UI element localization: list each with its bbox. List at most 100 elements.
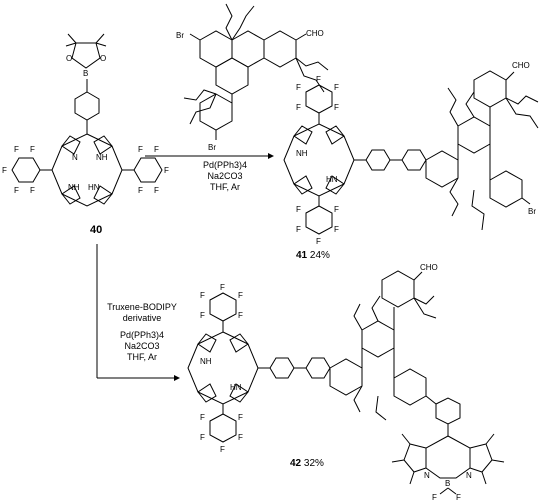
reaction-2-conditions: Truxene-BODIPY derivative Pd(PPh3)4 Na2C… bbox=[103, 302, 181, 363]
svg-text:F: F bbox=[334, 83, 339, 92]
truxene-ring-42d bbox=[393, 368, 427, 406]
arrowhead-2 bbox=[174, 375, 180, 381]
reaction-1-conditions: Pd(PPh3)4 Na2CO3 THF, Ar bbox=[190, 160, 260, 193]
condition-solvent-1: THF, Ar bbox=[209, 182, 240, 192]
compound-42-label: 42 bbox=[290, 458, 302, 469]
svg-text:F: F bbox=[200, 413, 205, 422]
truxene-ring-42a bbox=[329, 358, 363, 396]
svg-text:F: F bbox=[238, 311, 243, 320]
truxene-ring-42b bbox=[361, 320, 395, 358]
svg-text:F: F bbox=[296, 205, 301, 214]
porphyrin-core-41: NH HN bbox=[283, 123, 355, 197]
porphyrin-core-42: NH HN bbox=[187, 331, 259, 405]
svg-text:Br: Br bbox=[528, 207, 536, 216]
svg-text:F: F bbox=[200, 291, 205, 300]
svg-text:F: F bbox=[334, 103, 339, 112]
nh-atom: NH bbox=[96, 153, 108, 162]
condition-catalyst-2: Pd(PPh3)4 bbox=[119, 330, 165, 340]
svg-text:F: F bbox=[334, 225, 339, 234]
reagent-line-1: Truxene-BODIPY bbox=[107, 302, 177, 312]
arrowhead-1 bbox=[268, 153, 274, 159]
truxene-ring-42c bbox=[381, 270, 415, 308]
svg-text:NH: NH bbox=[200, 357, 212, 366]
bromine-top-atom: Br bbox=[176, 31, 184, 40]
bromine-bottom-atom: Br bbox=[208, 143, 216, 152]
svg-text:F: F bbox=[200, 433, 205, 442]
pentafluorophenyl-right-40: F F F F F bbox=[122, 145, 169, 195]
condition-base-2: Na2CO3 bbox=[124, 341, 160, 351]
svg-text:N: N bbox=[466, 471, 472, 480]
truxene-ring-41b bbox=[457, 116, 491, 154]
truxene-left-ring bbox=[199, 30, 233, 68]
product-42-yield: 42 32% bbox=[290, 458, 324, 469]
svg-text:CHO: CHO bbox=[512, 61, 530, 70]
truxene-ring-41c bbox=[473, 70, 507, 108]
pentafluorophenyl-left-40: F F F F F bbox=[2, 145, 52, 195]
svg-text:F: F bbox=[238, 413, 243, 422]
condition-solvent-2: THF, Ar bbox=[126, 352, 157, 362]
compound-40-structure: O O B N NH NH HN F F F F F bbox=[2, 33, 169, 207]
pentafluorophenyl-bottom-41: F F F F F bbox=[296, 196, 339, 246]
svg-text:F: F bbox=[164, 166, 169, 175]
hn-atom: HN bbox=[88, 183, 100, 192]
pentafluorophenyl-top-42: F F F F F bbox=[200, 283, 243, 332]
pentafluorophenyl-bottom-42: F F F F F bbox=[200, 404, 243, 454]
svg-text:F: F bbox=[14, 145, 19, 154]
truxene-center-ring bbox=[231, 30, 265, 68]
compound-41-structure: F F F F F NH HN F F F F F bbox=[283, 61, 539, 246]
svg-text:F: F bbox=[432, 493, 437, 501]
svg-text:F: F bbox=[30, 186, 35, 195]
svg-text:F: F bbox=[316, 75, 321, 84]
svg-text:F: F bbox=[154, 186, 159, 195]
svg-text:F: F bbox=[30, 145, 35, 154]
nh-atom-lower: NH bbox=[68, 183, 80, 192]
condition-base-1: Na2CO3 bbox=[207, 171, 243, 181]
svg-text:F: F bbox=[200, 311, 205, 320]
truxene-lower-ring bbox=[215, 57, 249, 95]
truxene-ring-41d bbox=[489, 170, 523, 208]
svg-text:F: F bbox=[154, 145, 159, 154]
svg-text:F: F bbox=[456, 493, 461, 501]
svg-text:F: F bbox=[2, 166, 7, 175]
truxene-right-ring bbox=[263, 30, 297, 68]
product-41-yield: 41 24% bbox=[296, 250, 330, 261]
svg-text:B: B bbox=[445, 479, 450, 488]
svg-text:F: F bbox=[220, 283, 225, 292]
svg-text:F: F bbox=[138, 186, 143, 195]
oxygen-right-atom: O bbox=[100, 54, 106, 63]
svg-text:F: F bbox=[138, 145, 143, 154]
bodipy-core: N N B F F bbox=[391, 433, 505, 501]
truxene-bottom-ring bbox=[199, 93, 233, 131]
compound-41-label: 41 bbox=[296, 250, 308, 261]
yield-41: 24% bbox=[309, 250, 330, 261]
svg-text:F: F bbox=[238, 291, 243, 300]
oxygen-left-atom: O bbox=[66, 54, 72, 63]
compound-40-label: 40 bbox=[90, 224, 103, 236]
nitrogen-atom: N bbox=[72, 153, 78, 162]
porphyrin-core-40: N NH NH HN bbox=[51, 133, 123, 207]
boron-atom: B bbox=[83, 69, 88, 78]
svg-text:F: F bbox=[14, 186, 19, 195]
aldehyde-group: CHO bbox=[306, 29, 324, 38]
yield-42: 32% bbox=[303, 458, 324, 469]
reagent-line-2: derivative bbox=[122, 313, 162, 323]
svg-text:F: F bbox=[296, 103, 301, 112]
condition-catalyst-1: Pd(PPh3)4 bbox=[202, 160, 248, 170]
svg-text:F: F bbox=[296, 225, 301, 234]
svg-text:F: F bbox=[334, 205, 339, 214]
svg-text:F: F bbox=[238, 433, 243, 442]
phenylene-ring bbox=[74, 91, 100, 121]
svg-text:CHO: CHO bbox=[420, 263, 438, 272]
compound-42-structure: F F F F F NH HN F F F F F bbox=[187, 263, 505, 501]
truxene-reagent-structure: Br Br CHO bbox=[176, 3, 329, 152]
pentafluorophenyl-top-41: F F F F F bbox=[296, 75, 339, 124]
truxene-ring-41a bbox=[425, 150, 459, 188]
svg-text:F: F bbox=[220, 445, 225, 454]
svg-text:F: F bbox=[296, 83, 301, 92]
svg-text:HN: HN bbox=[230, 383, 242, 392]
svg-text:F: F bbox=[316, 237, 321, 246]
pinacol-boronate: O O B bbox=[65, 33, 106, 92]
svg-text:HN: HN bbox=[326, 175, 338, 184]
